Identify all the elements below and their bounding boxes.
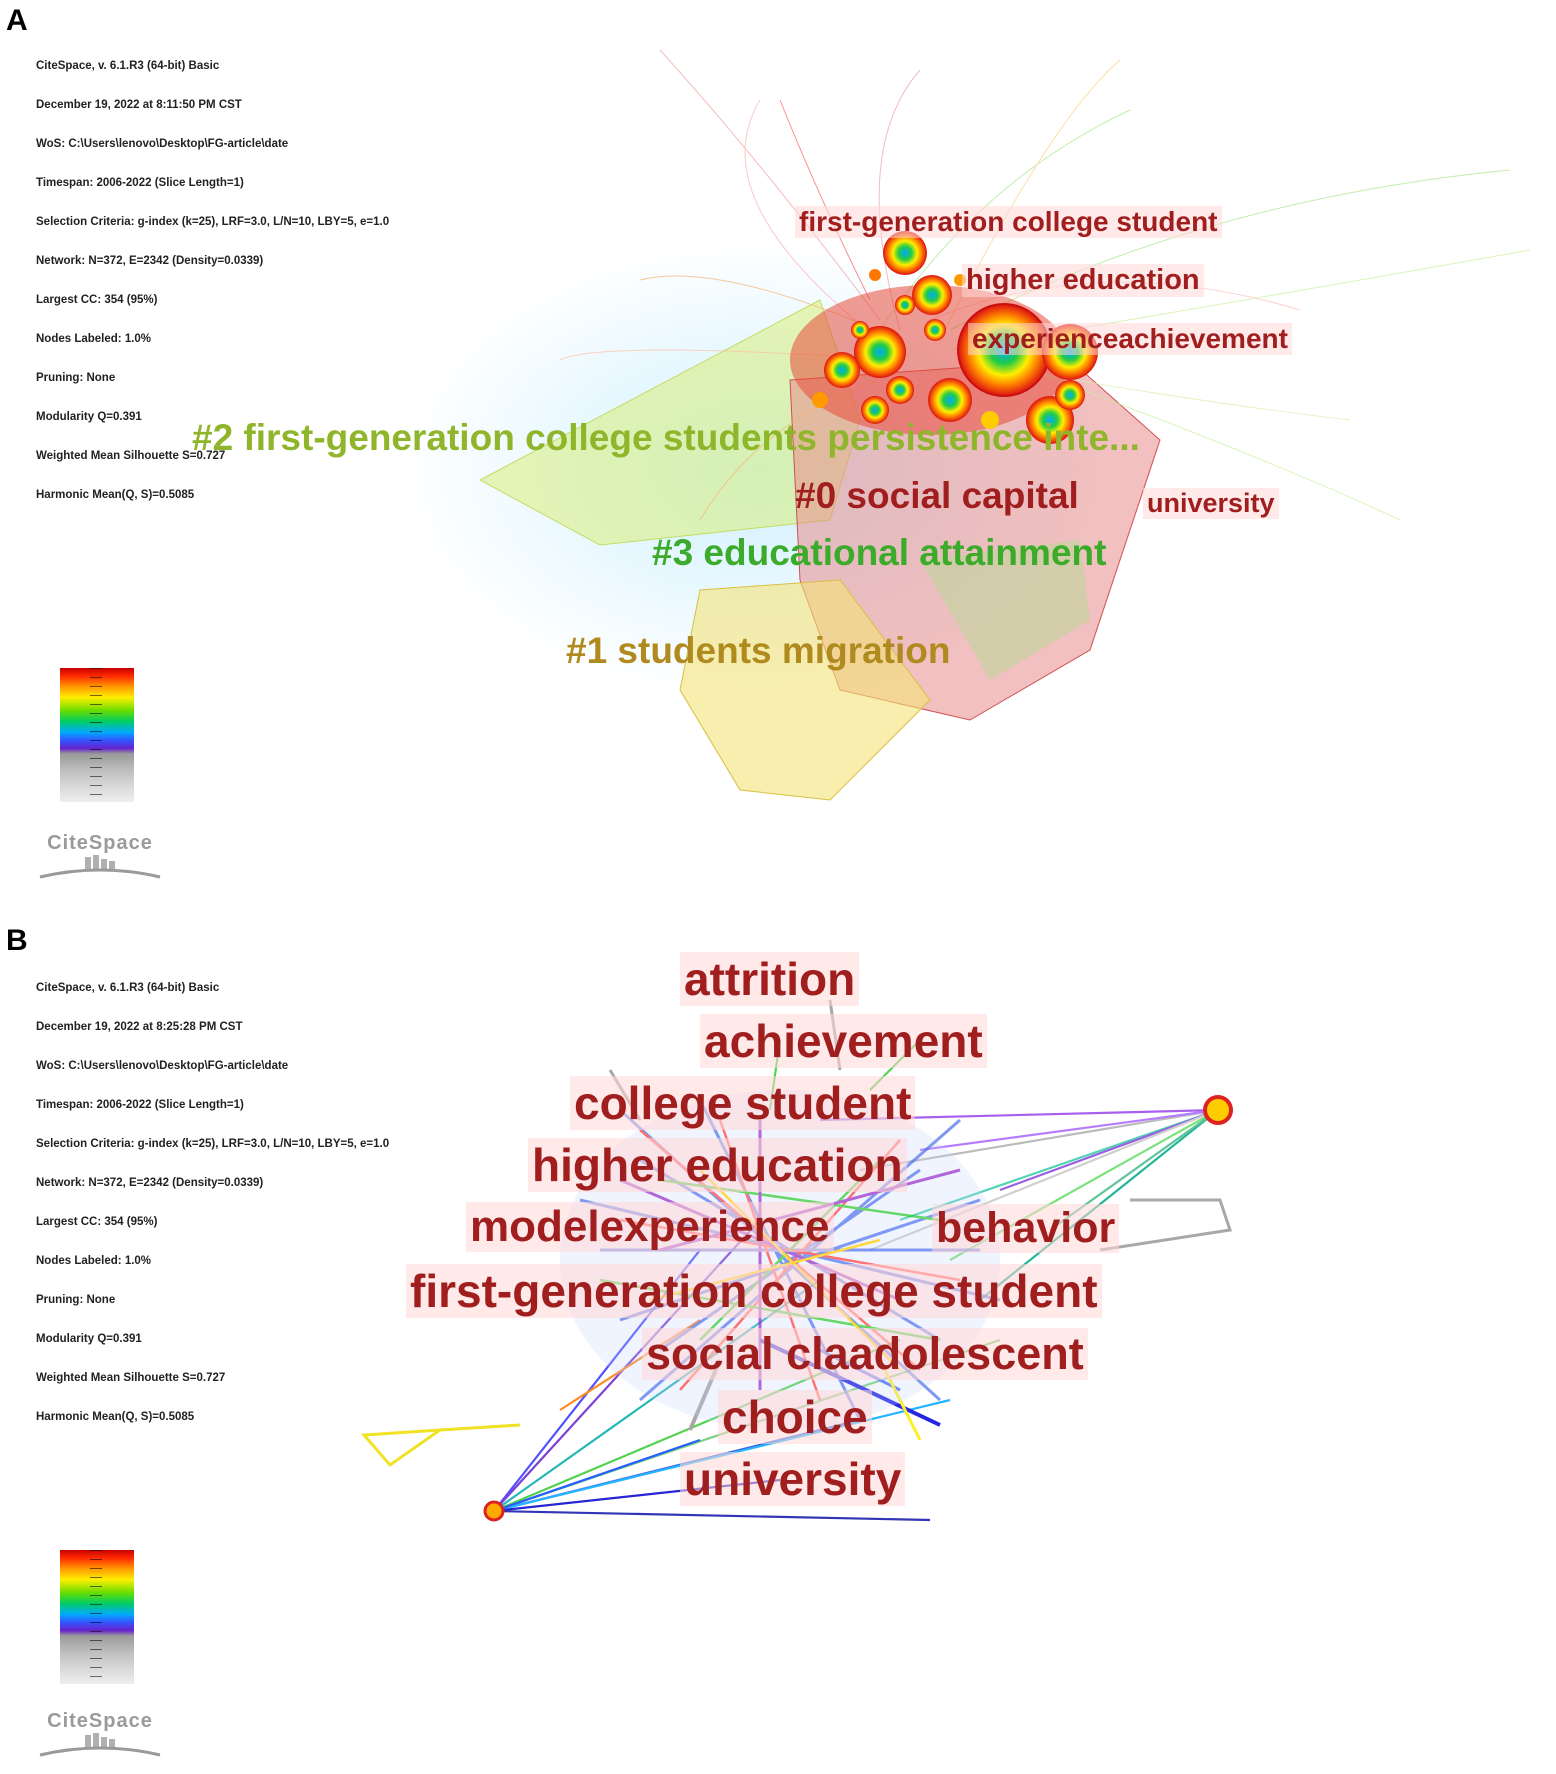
node xyxy=(854,326,906,378)
logo-text: CiteSpace xyxy=(47,832,153,854)
info-line: Largest CC: 354 (95%) xyxy=(36,294,158,306)
node-outlier-left xyxy=(483,1500,505,1522)
node xyxy=(824,352,860,388)
network-graph-a xyxy=(400,49,1531,801)
node xyxy=(924,319,946,341)
info-line: Nodes Labeled: 1.0% xyxy=(36,1255,152,1267)
node xyxy=(895,295,915,315)
info-line: WoS: C:\Users\lenovo\Desktop\FG-article\… xyxy=(36,138,289,150)
info-line: Selection Criteria: g-index (k=25), LRF=… xyxy=(36,1138,390,1150)
node xyxy=(928,378,972,422)
node-outlier-right xyxy=(1203,1095,1233,1125)
color-legend-b xyxy=(60,1550,134,1684)
info-line: Harmonic Mean(Q, S)=0.5085 xyxy=(36,489,195,501)
keyword-label: modelexperience xyxy=(466,1202,834,1252)
keyword-label: college student xyxy=(570,1076,916,1130)
logo-graphic xyxy=(39,1733,161,1757)
info-line: Weighted Mean Silhouette S=0.727 xyxy=(36,450,226,462)
node-first-generation-college-student xyxy=(883,231,927,275)
panel-b: B CiteSpace, v. 6.1.R3 (64-bit) Basic De… xyxy=(0,920,1556,1774)
panel-letter-a: A xyxy=(6,4,28,37)
info-line: Network: N=372, E=2342 (Density=0.0339) xyxy=(36,255,264,267)
logo-graphic xyxy=(39,855,161,879)
info-line: Harmonic Mean(Q, S)=0.5085 xyxy=(36,1411,195,1423)
keyword-label: first-generation college student xyxy=(406,1264,1102,1318)
keyword-label: choice xyxy=(718,1390,872,1444)
info-line: Modularity Q=0.391 xyxy=(36,1333,142,1345)
node xyxy=(861,396,889,424)
cluster-hull-3 xyxy=(920,540,1090,680)
node xyxy=(869,269,881,281)
info-line: WoS: C:\Users\lenovo\Desktop\FG-article\… xyxy=(36,1060,289,1072)
keyword-label: social claadolescent xyxy=(642,1328,1088,1380)
node-label: university xyxy=(1143,488,1279,519)
info-block-a: CiteSpace, v. 6.1.R3 (64-bit) Basic Dece… xyxy=(36,34,389,528)
panel-a: A CiteSpace, v. 6.1.R3 (64-bit) Basic De… xyxy=(6,4,1531,881)
cluster-hull-1 xyxy=(679,579,931,801)
info-line: Weighted Mean Silhouette S=0.727 xyxy=(36,1372,226,1384)
info-line: Largest CC: 354 (95%) xyxy=(36,1216,158,1228)
keyword-label: university xyxy=(680,1452,906,1506)
keyword-label: attrition xyxy=(680,952,860,1006)
info-line: Network: N=372, E=2342 (Density=0.0339) xyxy=(36,1177,264,1189)
logo-text: CiteSpace xyxy=(47,1710,153,1732)
node xyxy=(812,392,828,408)
node xyxy=(851,321,869,339)
node-label: first-generation college student xyxy=(795,206,1222,238)
info-line: Nodes Labeled: 1.0% xyxy=(36,333,152,345)
node xyxy=(1055,380,1085,410)
citespace-logo-a: CiteSpace xyxy=(30,832,170,881)
info-line: Selection Criteria: g-index (k=25), LRF=… xyxy=(36,216,390,228)
citespace-logo-b: CiteSpace xyxy=(30,1710,170,1759)
cluster-label-2: #2 first-generation college students per… xyxy=(192,417,1140,458)
node-label: higher education xyxy=(962,264,1204,297)
panel-letter-b: B xyxy=(6,924,28,957)
info-block-b: CiteSpace, v. 6.1.R3 (64-bit) Basic Dece… xyxy=(36,956,389,1450)
keyword-label: achievement xyxy=(700,1014,987,1068)
node xyxy=(1026,396,1074,444)
node xyxy=(886,376,914,404)
node-label: experienceachievement xyxy=(968,323,1292,355)
info-line: Timespan: 2006-2022 (Slice Length=1) xyxy=(36,177,244,189)
cluster-label-1: #1 students migration xyxy=(566,630,951,671)
cluster-label-0: #0 social capital xyxy=(795,475,1079,516)
info-line: Pruning: None xyxy=(36,372,116,384)
info-line: December 19, 2022 at 8:25:28 PM CST xyxy=(36,1021,243,1033)
node-higher-education xyxy=(912,275,952,315)
info-line: Modularity Q=0.391 xyxy=(36,411,142,423)
cluster-label-3: #3 educational attainment xyxy=(652,532,1107,573)
keyword-label: behavior xyxy=(932,1204,1120,1253)
keyword-label: higher education xyxy=(528,1138,907,1192)
info-line: CiteSpace, v. 6.1.R3 (64-bit) Basic xyxy=(36,982,220,994)
info-line: CiteSpace, v. 6.1.R3 (64-bit) Basic xyxy=(36,60,220,72)
node xyxy=(981,411,999,429)
info-line: December 19, 2022 at 8:11:50 PM CST xyxy=(36,99,242,111)
color-legend-a xyxy=(60,668,134,802)
info-line: Pruning: None xyxy=(36,1294,116,1306)
info-line: Timespan: 2006-2022 (Slice Length=1) xyxy=(36,1099,244,1111)
